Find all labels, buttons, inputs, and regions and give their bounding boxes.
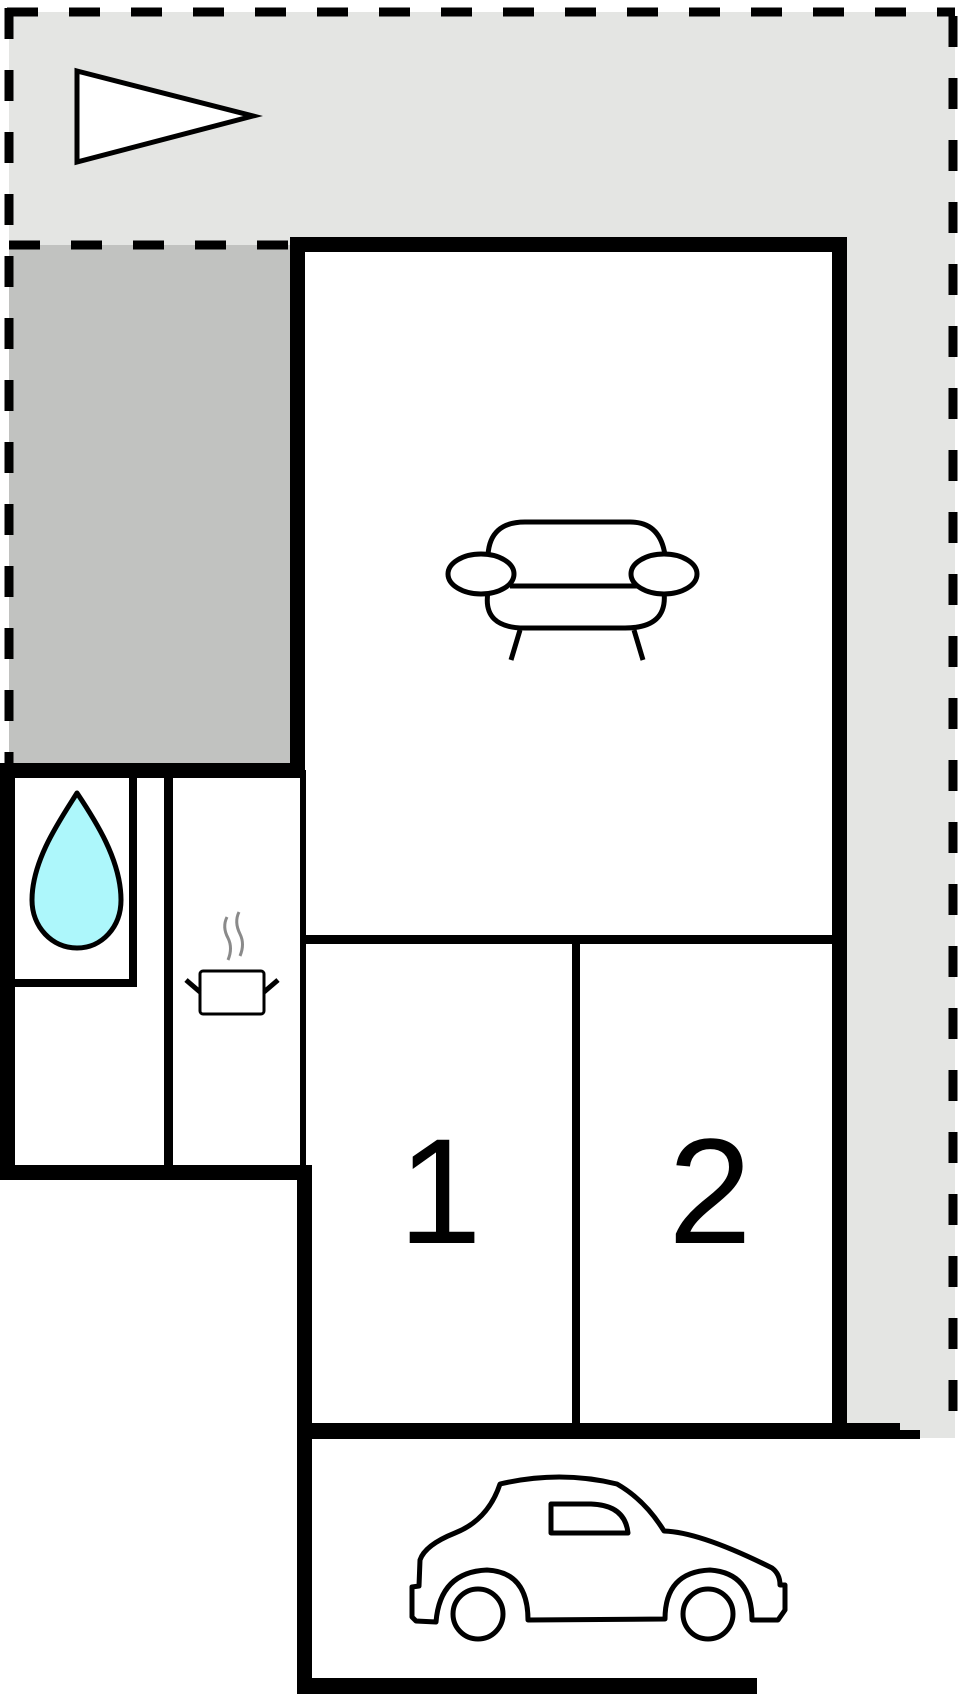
bedroom-2-label: 2 [668, 1107, 751, 1275]
bedroom-1 [305, 942, 576, 1430]
bedroom-2 [576, 942, 834, 1430]
property-boundary [4, 7, 958, 1440]
water-drop-icon [29, 790, 124, 951]
armchair-icon [445, 519, 700, 661]
car-icon [409, 1474, 788, 1642]
terrace [9, 245, 298, 770]
north-arrow-icon [74, 67, 263, 166]
cooking-pot-icon [184, 911, 280, 1016]
walls [0, 237, 920, 1694]
bedroom-1-label: 1 [398, 1107, 481, 1275]
